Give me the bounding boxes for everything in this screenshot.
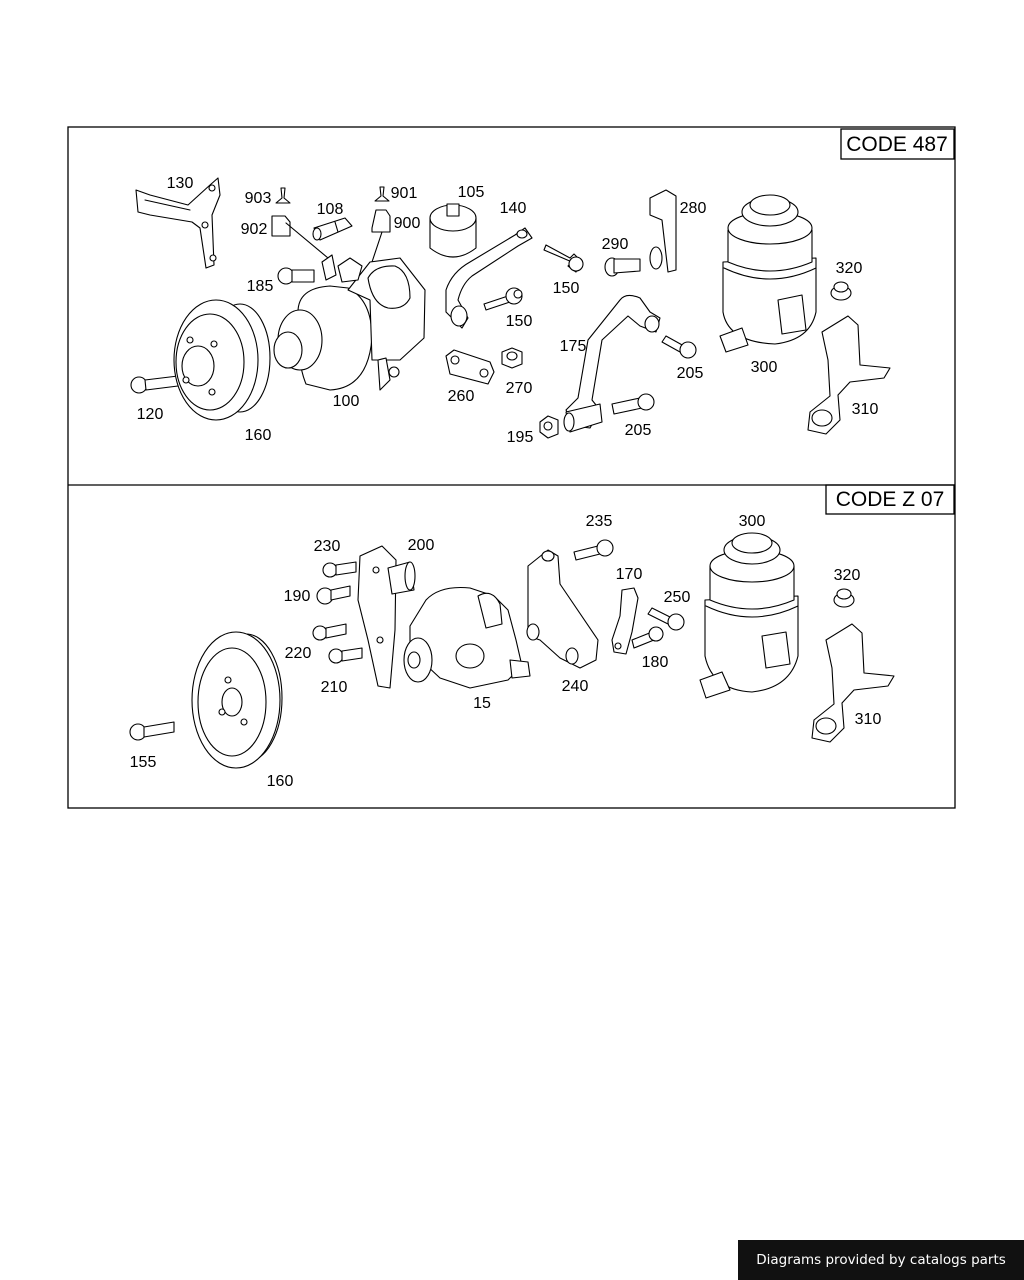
- part-label: 220: [285, 645, 312, 662]
- part-label: 240: [562, 678, 589, 695]
- part-label: 900: [394, 215, 421, 232]
- code-487-label: CODE 487: [846, 133, 948, 156]
- part-connector-902: [271, 215, 329, 259]
- part-pipe-140: [445, 227, 533, 329]
- part-pump-100: [273, 254, 426, 391]
- part-label: 902: [241, 221, 268, 238]
- part-bolt-190: [316, 585, 351, 605]
- part-label: 310: [855, 711, 882, 728]
- part-bolt-150-top: [543, 244, 584, 273]
- part-label: 310: [852, 401, 879, 418]
- part-grommet-320: [830, 281, 852, 301]
- part-pump-15: [403, 586, 531, 689]
- part-label: 195: [507, 429, 534, 446]
- part-label: 320: [834, 567, 861, 584]
- part-label: 160: [267, 773, 294, 790]
- part-label: 200: [408, 537, 435, 554]
- part-label: 901: [391, 185, 418, 202]
- part-label: 320: [836, 260, 863, 277]
- part-label: 235: [586, 513, 613, 530]
- part-connector-901: [374, 186, 390, 202]
- part-label: 250: [664, 589, 691, 606]
- section-487-parts: [130, 177, 891, 439]
- part-label: 205: [625, 422, 652, 439]
- part-bolt-290: [604, 257, 641, 277]
- part-label: 300: [751, 359, 778, 376]
- part-bracket-310-lower: [811, 623, 895, 743]
- part-pulley-160-top: [173, 299, 271, 421]
- part-clip-170: [611, 587, 639, 655]
- part-filter-105: [429, 203, 477, 258]
- section-z07-labels: 235 300 230 200 320 170 190 250 220 180 …: [130, 513, 882, 790]
- part-label: 100: [333, 393, 360, 410]
- part-reservoir-300: [719, 194, 817, 353]
- diagram-frame: [67, 126, 956, 809]
- part-label: 150: [553, 280, 580, 297]
- part-reservoir-300-lower: [699, 532, 799, 699]
- part-bolt-180: [631, 626, 664, 649]
- part-bracket-200: [357, 545, 416, 689]
- part-pulley-160-lower: [191, 631, 283, 769]
- part-bolt-205-lower: [611, 393, 655, 415]
- part-bolt-150-mid: [483, 287, 523, 311]
- part-label: 120: [137, 406, 164, 423]
- part-label: 160: [245, 427, 272, 444]
- part-label: 903: [245, 190, 272, 207]
- part-label: 300: [739, 513, 766, 530]
- part-label: 155: [130, 754, 157, 771]
- part-bolt-155: [129, 721, 175, 741]
- part-label: 15: [473, 695, 491, 712]
- part-bracket-130: [135, 177, 221, 269]
- code-box-487: CODE 487: [840, 128, 955, 160]
- part-label: 205: [677, 365, 704, 382]
- part-label: 108: [317, 201, 344, 218]
- part-label: 270: [506, 380, 533, 397]
- part-label: 185: [247, 278, 274, 295]
- part-bolt-185: [277, 267, 315, 285]
- part-pipe-175: [563, 294, 661, 433]
- part-label: 170: [616, 566, 643, 583]
- part-label: 140: [500, 200, 527, 217]
- part-plate-260: [445, 349, 495, 385]
- part-nut-270: [501, 347, 523, 369]
- part-label: 130: [167, 175, 194, 192]
- part-bolt-220: [312, 623, 347, 641]
- part-label: 190: [284, 588, 311, 605]
- part-clip-280: [649, 189, 677, 273]
- section-487-labels: 130 903 902 108 901 900 105 140 280 290 …: [137, 175, 879, 446]
- part-label: 280: [680, 200, 707, 217]
- section-z07-parts: [129, 532, 895, 769]
- part-label: 105: [458, 184, 485, 201]
- part-label: 175: [560, 338, 587, 355]
- part-label: 290: [602, 236, 629, 253]
- code-box-z07: CODE Z 07: [825, 484, 955, 515]
- part-label: 260: [448, 388, 475, 405]
- part-bolt-235: [573, 539, 614, 561]
- part-label: 180: [642, 654, 669, 671]
- part-bolt-250: [647, 607, 685, 631]
- part-bracket-240: [526, 549, 599, 669]
- part-bolt-230: [322, 561, 357, 578]
- part-nut-195: [539, 415, 559, 439]
- part-label: 210: [321, 679, 348, 696]
- part-bolt-205-right: [661, 335, 697, 359]
- part-label: 150: [506, 313, 533, 330]
- code-z07-label: CODE Z 07: [836, 488, 945, 511]
- part-bracket-310: [807, 315, 891, 435]
- footer-credit: Diagrams provided by catalogs parts: [738, 1240, 1024, 1280]
- footer-credit-text: Diagrams provided by catalogs parts: [756, 1252, 1006, 1268]
- part-label: 230: [314, 538, 341, 555]
- part-grommet-320-lower: [833, 588, 855, 608]
- part-valve-108: [312, 217, 353, 241]
- part-connector-903: [275, 187, 291, 204]
- part-bolt-210: [328, 647, 363, 664]
